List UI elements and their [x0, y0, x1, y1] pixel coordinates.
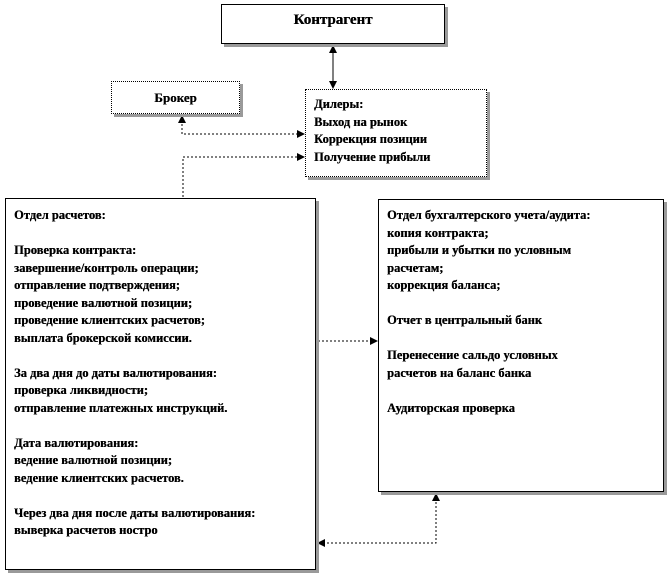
accounting-central-bank-report: Отчет в центральный банк — [387, 313, 542, 327]
spacer — [387, 295, 663, 313]
counterparty-box: Контрагент — [221, 4, 445, 44]
spacer — [387, 382, 663, 400]
accounting-item: прибыли и убытки по условным — [387, 243, 571, 257]
settlements-item: отправление платежных инструкций. — [14, 400, 228, 415]
dealers-box: Дилеры: Выход на рынок Коррекция позиции… — [305, 89, 487, 177]
settlements-contract-check-heading: Проверка контракта: — [14, 243, 137, 257]
settlements-box: Отдел расчетов: Проверка контракта: заве… — [5, 198, 316, 570]
settlements-item: проведение валютной позиции; — [14, 295, 193, 310]
accounting-box: Отдел бухгалтерского учета/аудита: копия… — [378, 199, 664, 492]
accounting-audit-check: Аудиторская проверка — [387, 400, 515, 415]
spacer — [387, 330, 663, 348]
counterparty-title: Контрагент — [293, 12, 373, 28]
settlements-item: проверка ликвидности; — [14, 383, 148, 397]
accounting-balance-transfer: Перенесение сальдо условных — [387, 348, 558, 362]
settlements-title: Отдел расчетов: — [14, 208, 106, 222]
accounting-title: Отдел бухгалтерского учета/аудита: — [387, 208, 591, 222]
settlements-two-days-after-heading: Через два дня после даты валютирования: — [14, 505, 256, 520]
settlements-item: выплата брокерской комиссии. — [14, 330, 192, 345]
dealers-line-profit: Получение прибыли — [314, 149, 431, 164]
settlements-item: отправление подтверждения; — [14, 278, 180, 292]
connector-broker-dealers — [178, 115, 305, 138]
accounting-balance-transfer: расчетов на баланс банка — [387, 365, 532, 380]
broker-box: Брокер — [111, 81, 240, 114]
settlements-item: выверка расчетов ностро — [14, 523, 158, 537]
spacer — [14, 417, 315, 435]
settlements-item: проведение клиентских расчетов; — [14, 313, 205, 327]
settlements-item: завершение/контроль операции; — [14, 260, 199, 275]
dealers-title: Дилеры: — [314, 97, 364, 111]
settlements-value-date-heading: Дата валютирования: — [14, 435, 139, 450]
spacer — [14, 347, 315, 365]
settlements-item: ведение валютной позиции; — [14, 453, 172, 467]
accounting-item: коррекция баланса; — [387, 278, 501, 292]
connector-accounting-settlements-reconciliation — [317, 493, 440, 547]
dealers-line-position-correction: Коррекция позиции — [314, 132, 427, 146]
accounting-item: расчетам; — [387, 260, 444, 275]
broker-title: Брокер — [154, 90, 197, 105]
connector-settlements-dealers — [182, 153, 305, 197]
dealers-line-market-entry: Выход на рынок — [314, 114, 408, 129]
settlements-item: ведение клиентских расчетов. — [14, 470, 184, 485]
settlements-two-days-before-heading: За два дня до даты валютирования: — [14, 365, 217, 380]
spacer — [14, 225, 315, 243]
accounting-item: копия контракта; — [387, 225, 489, 240]
spacer — [14, 487, 315, 505]
